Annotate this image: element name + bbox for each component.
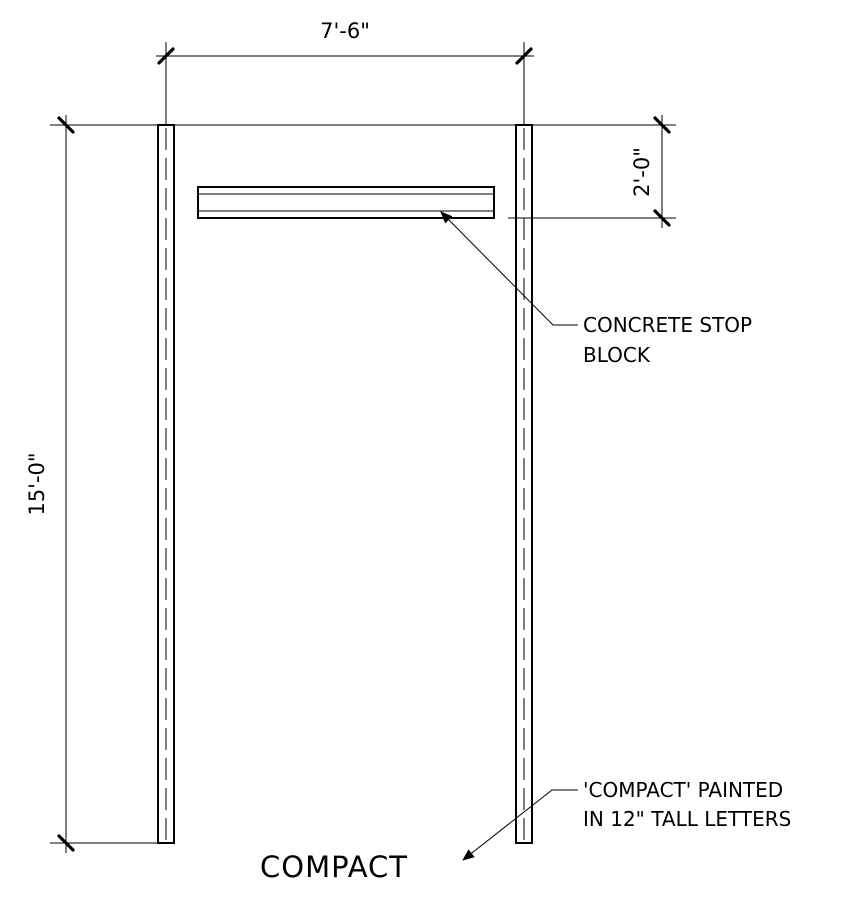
length-dimension-label: 15'-0" [25, 452, 49, 515]
right-stall-stripe [515, 124, 533, 844]
width-dimension-label: 7'-6" [320, 19, 370, 43]
concrete-stop-block [197, 186, 495, 219]
stop-block-callout: CONCRETE STOP BLOCK [440, 211, 752, 367]
paint-note-line2: IN 12" TALL LETTERS [583, 807, 791, 831]
compact-pavement-marking: COMPACT [260, 850, 408, 884]
left-stall-stripe [157, 124, 175, 844]
paint-note-callout: 'COMPACT' PAINTED IN 12" TALL LETTERS [462, 778, 791, 861]
width-dimension: 7'-6" [156, 19, 534, 125]
stop-block-offset-label: 2'-0" [630, 147, 654, 197]
stop-block-callout-line1: CONCRETE STOP [583, 313, 752, 337]
stop-block-callout-line2: BLOCK [583, 343, 651, 367]
length-dimension: 15'-0" [25, 115, 158, 853]
paint-note-line1: 'COMPACT' PAINTED [583, 778, 783, 802]
stop-block-offset-dimension: 2'-0" [508, 115, 676, 228]
